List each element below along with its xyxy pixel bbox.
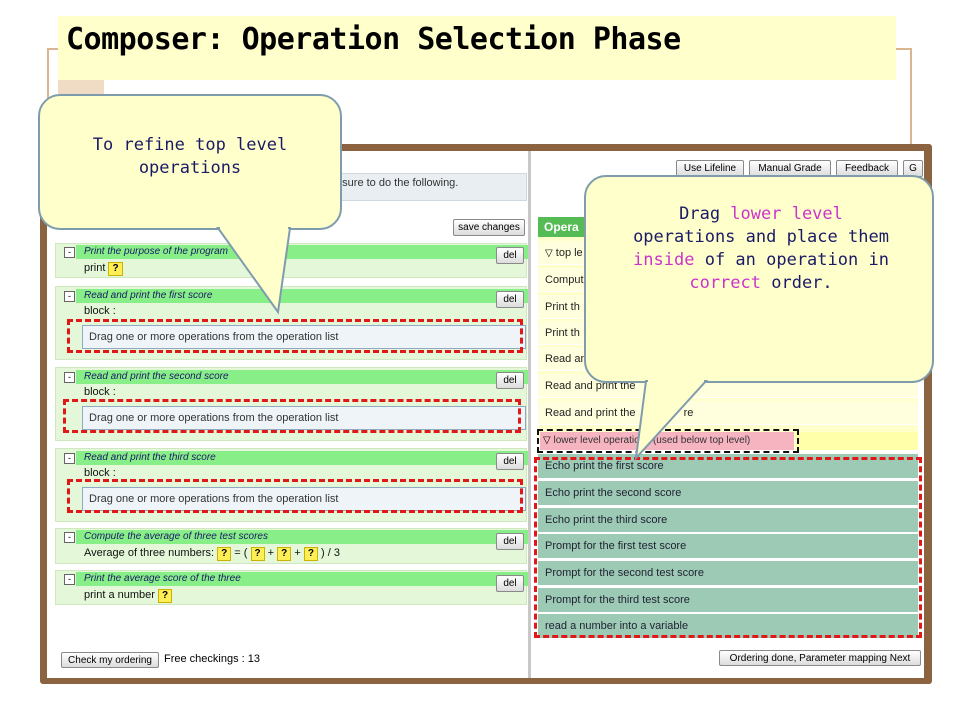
operation-sub-label: Average of three numbers:: [84, 547, 215, 559]
collapse-button[interactable]: -: [64, 453, 75, 464]
formula-text: = (: [234, 547, 248, 559]
lower-header-fill: [795, 432, 918, 450]
slide-deco-line-right: [910, 48, 912, 148]
top-level-label: top le: [555, 247, 583, 259]
callout-drag: Drag lower level operations and place th…: [584, 175, 934, 383]
operation-title: Read and print the third score: [84, 452, 216, 463]
delete-button[interactable]: del: [496, 247, 524, 264]
top-op-label-tail: re: [683, 407, 694, 419]
ordering-done-button[interactable]: Ordering done, Parameter mapping Next: [719, 650, 921, 666]
operation-body: print ?: [84, 262, 123, 276]
operation-title: Compute the average of three test scores: [84, 531, 268, 542]
lower-op-item[interactable]: Echo print the second score: [538, 481, 918, 506]
operation-block-4[interactable]: - Read and print the third score del blo…: [55, 448, 528, 522]
panel-divider[interactable]: [528, 151, 531, 678]
callout-highlight: lower level: [730, 204, 843, 224]
parameter-placeholder[interactable]: ?: [217, 547, 232, 561]
collapse-button[interactable]: -: [64, 574, 75, 585]
lower-op-item[interactable]: Echo print the third score: [538, 508, 918, 533]
parameter-placeholder[interactable]: ?: [158, 589, 173, 603]
triangle-down-icon: ▽: [543, 435, 551, 446]
drop-zone-highlight: [67, 319, 523, 353]
delete-button[interactable]: del: [496, 533, 524, 550]
delete-button[interactable]: del: [496, 372, 524, 389]
operation-header: [76, 530, 528, 544]
parameter-placeholder[interactable]: ?: [277, 547, 292, 561]
parameter-placeholder[interactable]: ?: [108, 262, 123, 276]
operation-sub-label: block :: [84, 305, 116, 317]
operation-title: Read and print the first score: [84, 290, 213, 301]
top-op-item[interactable]: Read and print the re: [538, 401, 918, 425]
callout-highlight: inside: [633, 250, 695, 270]
lower-op-item[interactable]: Prompt for the first test score: [538, 534, 918, 559]
operation-header: [76, 572, 528, 586]
collapse-button[interactable]: -: [64, 247, 75, 258]
formula-text: ) / 3: [321, 547, 340, 559]
operation-body: print a number ?: [84, 589, 173, 603]
operation-block-3[interactable]: - Read and print the second score del bl…: [55, 367, 528, 441]
lower-ops-highlight: [534, 457, 922, 638]
formula-text: +: [267, 547, 275, 559]
operation-header: [76, 289, 528, 303]
free-checkings-count: Free checkings : 13: [164, 653, 260, 665]
lower-op-item[interactable]: Prompt for the second test score: [538, 561, 918, 586]
slide-deco-line-top-right: [896, 48, 912, 50]
drop-zone-highlight: [67, 479, 523, 513]
callout-part: order.: [761, 273, 833, 293]
slide-title: Composer: Operation Selection Phase: [66, 22, 681, 57]
lower-op-item[interactable]: read a number into a variable: [538, 614, 918, 639]
save-changes-button[interactable]: save changes: [453, 219, 525, 236]
delete-button[interactable]: del: [496, 453, 524, 470]
lower-header-highlight: [537, 429, 799, 453]
instruction-text: e sure to do the following.: [333, 177, 459, 189]
lower-op-item[interactable]: Prompt for the third test score: [538, 588, 918, 613]
slide-deco-line-top: [47, 48, 59, 50]
operation-block-1[interactable]: - Print the purpose of the program del p…: [55, 243, 528, 278]
operation-header: [76, 245, 528, 259]
callout-drag-text: Drag lower level operations and place th…: [626, 203, 896, 295]
operation-block-5[interactable]: - Compute the average of three test scor…: [55, 528, 528, 564]
operation-header: [76, 451, 528, 465]
drop-zone[interactable]: Drag one or more operations from the ope…: [82, 406, 526, 430]
operation-sub-label: block :: [84, 386, 116, 398]
slide-deco-block: [58, 80, 104, 96]
delete-button[interactable]: del: [496, 291, 524, 308]
drop-zone-highlight: [63, 399, 521, 433]
delete-button[interactable]: del: [496, 575, 524, 592]
callout-refine: To refine top level operations: [38, 94, 342, 230]
drop-zone[interactable]: Drag one or more operations from the ope…: [82, 325, 526, 349]
callout-part: Drag: [679, 204, 731, 224]
operation-header: [76, 370, 528, 384]
parameter-placeholder[interactable]: ?: [250, 547, 265, 561]
top-op-label: Read and print the: [545, 407, 636, 419]
operation-sub-label: print: [84, 262, 106, 274]
collapse-button[interactable]: -: [64, 532, 75, 543]
callout-part: operations and place them: [633, 227, 889, 247]
operation-title: Print the purpose of the program: [84, 246, 228, 257]
callout-part: of an operation in: [694, 250, 889, 270]
check-ordering-button[interactable]: Check my ordering: [61, 652, 159, 668]
title-bar: [58, 16, 896, 80]
operation-block-6[interactable]: - Print the average score of the three d…: [55, 570, 528, 605]
operation-title: Print the average score of the three: [84, 573, 241, 584]
callout-highlight: correct: [689, 273, 761, 293]
operation-sub-label: block :: [84, 467, 116, 479]
callout-refine-text: To refine top level operations: [92, 135, 288, 178]
collapse-button[interactable]: -: [64, 291, 75, 302]
triangle-down-icon: ▽: [545, 248, 553, 259]
parameter-placeholder[interactable]: ?: [303, 547, 318, 561]
collapse-button[interactable]: -: [64, 372, 75, 383]
operation-sub-label: print a number: [84, 589, 155, 601]
formula-text: +: [294, 547, 301, 559]
operation-title: Read and print the second score: [84, 371, 229, 382]
feedback-button[interactable]: Feedback: [836, 160, 898, 177]
operation-body: Average of three numbers: ? = ( ? + ? + …: [84, 547, 340, 561]
